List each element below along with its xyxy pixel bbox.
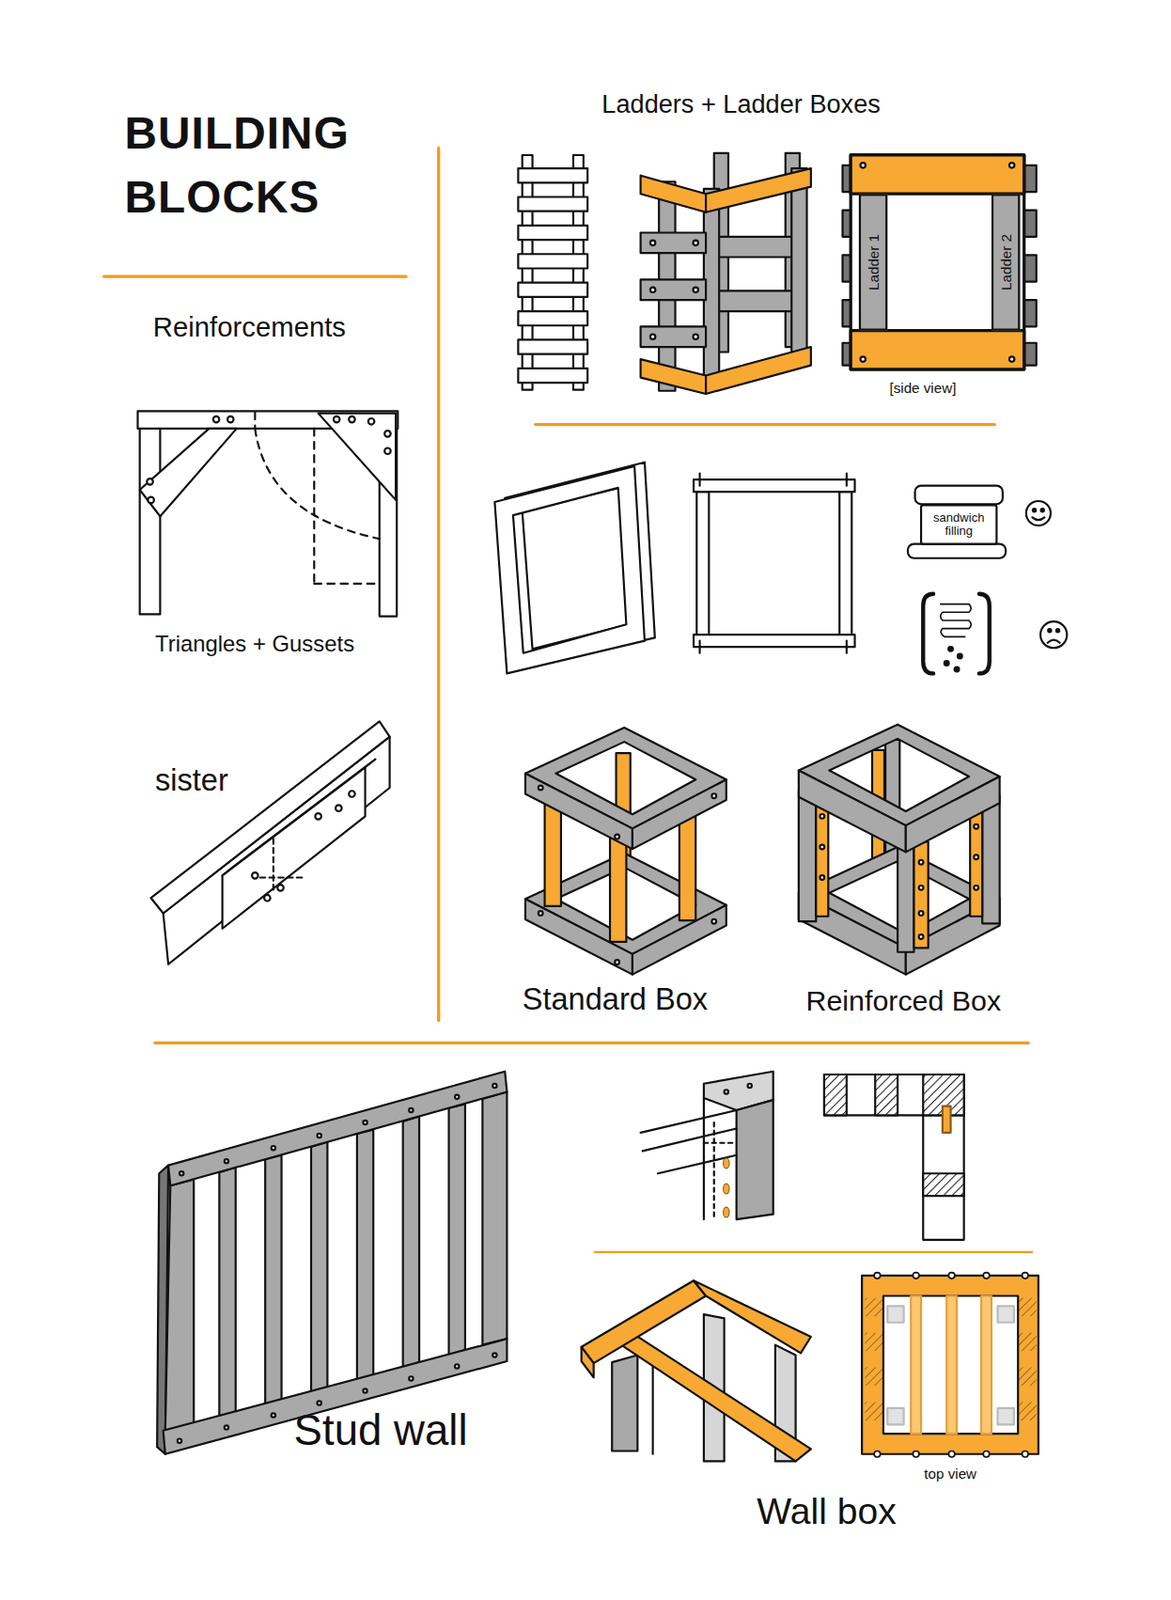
wall-box-top-view	[861, 1272, 1039, 1457]
frame-square	[693, 473, 855, 654]
figure-label: Triangles + Gussets	[155, 630, 355, 656]
divider-lines	[104, 147, 1033, 1251]
node-text: Ladder 1	[865, 234, 880, 291]
ladder-board: Ladder 2	[991, 193, 1020, 330]
ladder-box-side-view	[843, 155, 1037, 370]
reinforced-box-figure	[798, 724, 1000, 975]
standard-box-figure	[525, 727, 727, 975]
view-note: top view	[923, 1465, 977, 1482]
sandwich-good	[907, 485, 1051, 559]
figure-label: Wall box	[756, 1489, 896, 1532]
figure-label: sister	[155, 763, 229, 798]
corner-detail-figure	[640, 1071, 774, 1219]
wall-box-figure	[581, 1280, 812, 1461]
node-text: Ladder 2	[999, 234, 1014, 291]
ladder-figure	[517, 155, 588, 391]
ladder-board: Ladder 1	[858, 193, 888, 330]
frame-perspective	[494, 462, 655, 674]
stud-wall-figure	[156, 1071, 507, 1454]
sandwich-bad	[922, 593, 1067, 674]
page-title: BUILDING BLOCKS	[124, 102, 379, 230]
figure-label: Stud wall	[294, 1405, 469, 1455]
sandwich-filling-box: sandwich filling	[920, 503, 998, 545]
figure-label: Reinforced Box	[805, 983, 1001, 1017]
ladder-box-figure	[640, 153, 812, 394]
section-heading: Reinforcements	[153, 312, 346, 344]
sister-figure	[151, 720, 391, 964]
view-note: [side view]	[889, 379, 956, 396]
corner-top-view	[824, 1074, 965, 1240]
section-heading: Ladders + Ladder Boxes	[601, 90, 880, 120]
node-text: sandwich filling	[923, 511, 994, 537]
triangle-gusset-figure	[138, 410, 399, 616]
figure-label: Standard Box	[522, 981, 708, 1016]
